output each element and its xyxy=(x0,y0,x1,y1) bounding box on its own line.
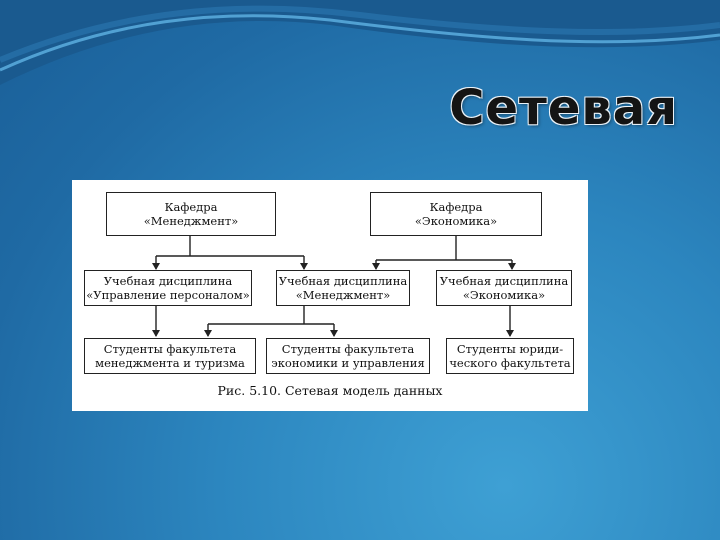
discipline-name: «Управление персоналом» xyxy=(86,288,250,302)
discipline-name: «Экономика» xyxy=(462,288,546,302)
department-label: Кафедра xyxy=(429,200,483,214)
discipline-label: Учебная дисциплина xyxy=(278,274,408,288)
discipline-box: Учебная дисциплина «Менеджмент» xyxy=(276,270,410,306)
discipline-box: Учебная дисциплина «Экономика» xyxy=(436,270,572,306)
discipline-label: Учебная дисциплина xyxy=(439,274,569,288)
network-model-figure: Кафедра «Менеджмент» Кафедра «Экономика»… xyxy=(72,180,588,411)
students-line: Студенты факультета xyxy=(281,342,415,356)
department-box: Кафедра «Менеджмент» xyxy=(106,192,276,236)
students-line: экономики и управления xyxy=(271,356,425,370)
students-box: Студенты факультета менеджмента и туризм… xyxy=(84,338,256,374)
department-name: «Экономика» xyxy=(414,214,498,228)
students-line: Студенты юриди- xyxy=(456,342,564,356)
department-label: Кафедра xyxy=(164,200,218,214)
students-box: Студенты факультета экономики и управлен… xyxy=(266,338,430,374)
figure-caption: Рис. 5.10. Сетевая модель данных xyxy=(217,383,443,398)
department-name: «Менеджмент» xyxy=(143,214,239,228)
discipline-label: Учебная дисциплина xyxy=(103,274,233,288)
top-wave-decoration xyxy=(0,0,720,85)
slide-title: Сетевая xyxy=(449,80,678,136)
discipline-box: Учебная дисциплина «Управление персонало… xyxy=(84,270,252,306)
students-line: менеджмента и туризма xyxy=(95,356,245,370)
department-box: Кафедра «Экономика» xyxy=(370,192,542,236)
discipline-name: «Менеджмент» xyxy=(295,288,391,302)
students-line: ческого факультета xyxy=(449,356,571,370)
students-line: Студенты факультета xyxy=(103,342,237,356)
students-box: Студенты юриди- ческого факультета xyxy=(446,338,574,374)
connector-lines xyxy=(152,236,516,337)
